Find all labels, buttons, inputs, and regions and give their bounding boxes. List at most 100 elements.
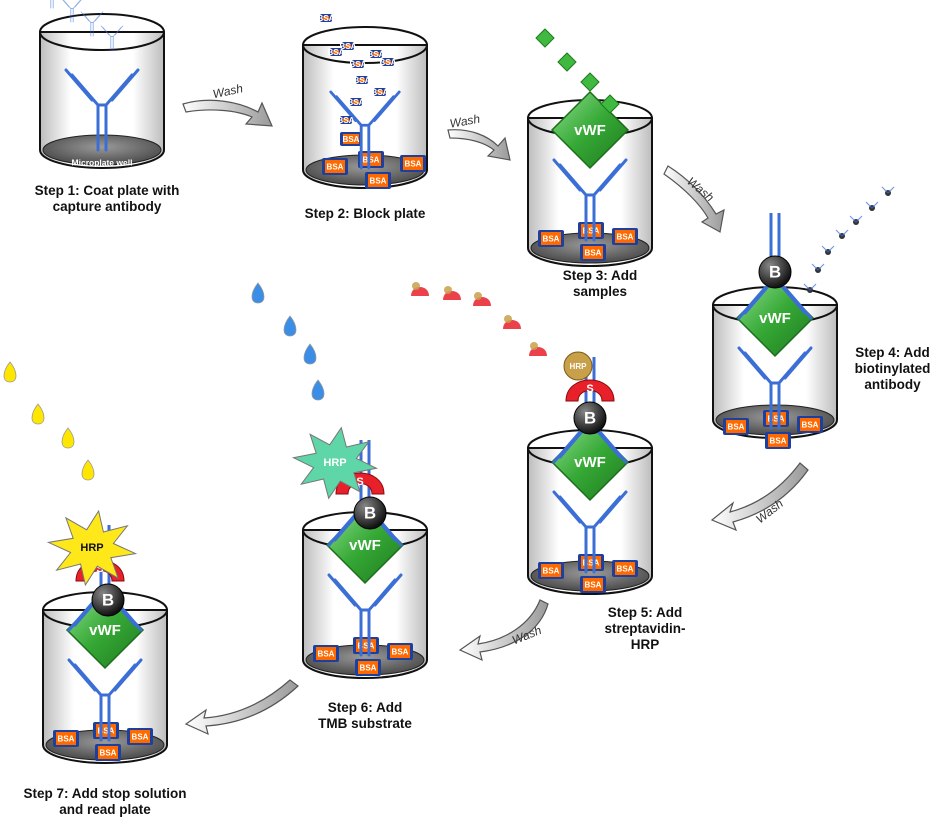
bsa-label: BSA: [58, 735, 75, 744]
falling-antibody: [100, 25, 124, 51]
hrp-label: HRP: [570, 362, 588, 371]
wash-arrow: [182, 99, 273, 127]
reagent-drop: [303, 343, 317, 365]
falling-hrp: [444, 286, 452, 294]
step-5-caption: Step 5: Add streptavidin- HRP: [590, 605, 700, 653]
well-body: [42, 609, 168, 764]
microplate-well-label: Microplate well: [72, 157, 133, 167]
bsa-label: BSA: [98, 727, 115, 736]
antibody-icon: [100, 25, 124, 51]
wash-arrow: [710, 462, 809, 532]
bsa-label: BSA: [327, 163, 344, 172]
bsa-label: BSA: [617, 233, 634, 242]
bsa-label: BSA: [380, 58, 397, 67]
bsa-label: BSA: [328, 48, 345, 57]
bsa-label: BSA: [343, 135, 360, 144]
well-floor: [42, 134, 162, 166]
biotin-label: B: [769, 262, 781, 281]
well-rim: [302, 26, 428, 64]
capture-antibody: [64, 68, 140, 152]
step-3-line-1: Step 3: Add: [562, 268, 638, 283]
biotin-ball: B: [353, 496, 387, 530]
reagent-drop: [3, 361, 17, 383]
wash-arrow: [184, 679, 299, 736]
antibody-icon: [50, 0, 54, 9]
wash-label: Wash: [510, 623, 544, 648]
bsa-block: BSA: [578, 222, 604, 239]
step-3-caption: Step 3: Add samples: [545, 268, 655, 300]
wash-arrow: [458, 599, 549, 662]
wash-label: Wash: [211, 81, 244, 101]
bsa-label: BSA: [543, 235, 560, 244]
hrp-burst-step-7: [46, 509, 138, 587]
bsa-block: BSA: [338, 116, 355, 125]
falling-vwf: [580, 72, 600, 92]
bsa-label: BSA: [368, 50, 385, 59]
falling-hrp: [504, 315, 512, 323]
bsa-label: BSA: [392, 648, 409, 657]
bsa-label: BSA: [354, 76, 371, 85]
bsa-label: BSA: [405, 160, 422, 169]
bsa-block: BSA: [93, 722, 119, 739]
step-1-line-1: Step 1: Coat plate with: [34, 183, 180, 198]
capture-antibody: [329, 90, 401, 170]
bsa-block: BSA: [348, 98, 365, 107]
bsa-block: BSA: [53, 730, 79, 747]
step-1-line-2: capture antibody: [52, 199, 162, 214]
bsa-block: BSA: [340, 132, 362, 146]
falling-antibody-fragment: [865, 201, 879, 209]
hrp-burst-step-6: [291, 426, 379, 500]
step-5-line-1: Step 5: Add: [607, 605, 683, 620]
streptavidin-label: S: [96, 563, 103, 575]
wash-arrow: [447, 129, 511, 161]
bsa-label: BSA: [583, 559, 600, 568]
bsa-label: BSA: [728, 423, 745, 432]
step-4-line-2: biotinylated: [854, 361, 931, 376]
bsa-label: BSA: [543, 567, 560, 576]
bsa-block: BSA: [353, 637, 379, 654]
biotin-ball: B: [758, 255, 792, 289]
biotin-label: B: [102, 590, 114, 609]
falling-hrp: [412, 282, 420, 290]
well-step-1: Microplate well: [39, 13, 165, 169]
bsa-label: BSA: [770, 437, 787, 446]
biotin-ball: B: [573, 401, 607, 435]
antibody-icon: [62, 0, 82, 23]
streptavidin-label: S: [356, 476, 363, 488]
well-body: [527, 447, 653, 595]
step-7-caption: Step 7: Add stop solution and read plate: [5, 786, 205, 818]
step-2-caption: Step 2: Block plate: [290, 206, 440, 222]
capture-antibody: [67, 658, 143, 742]
bsa-block: BSA: [580, 244, 606, 261]
bsa-block: BSA: [355, 659, 381, 676]
falling-antibody-fragment: [821, 245, 835, 253]
falling-vwf: [557, 52, 577, 72]
bsa-block: BSA: [763, 410, 789, 427]
falling-antibody-fragment: [849, 215, 863, 223]
falling-vwf: [535, 28, 555, 48]
bsa-block: BSA: [368, 50, 385, 59]
falling-antibody-fragment: [881, 186, 895, 194]
bsa-label: BSA: [360, 664, 377, 673]
bsa-block: BSA: [387, 643, 413, 660]
bsa-block: BSA: [127, 728, 153, 745]
reagent-drop: [251, 282, 265, 304]
bsa-label: BSA: [370, 177, 387, 186]
bsa-block: BSA: [723, 418, 749, 435]
step-6-line-2: TMB substrate: [318, 716, 412, 731]
bsa-block: BSA: [765, 432, 791, 449]
hrp-label: HRP: [323, 457, 346, 469]
bsa-label: BSA: [583, 227, 600, 236]
biotin-ball: B: [91, 583, 125, 617]
bsa-block: BSA: [350, 60, 367, 69]
bsa-block: BSA: [318, 14, 335, 23]
